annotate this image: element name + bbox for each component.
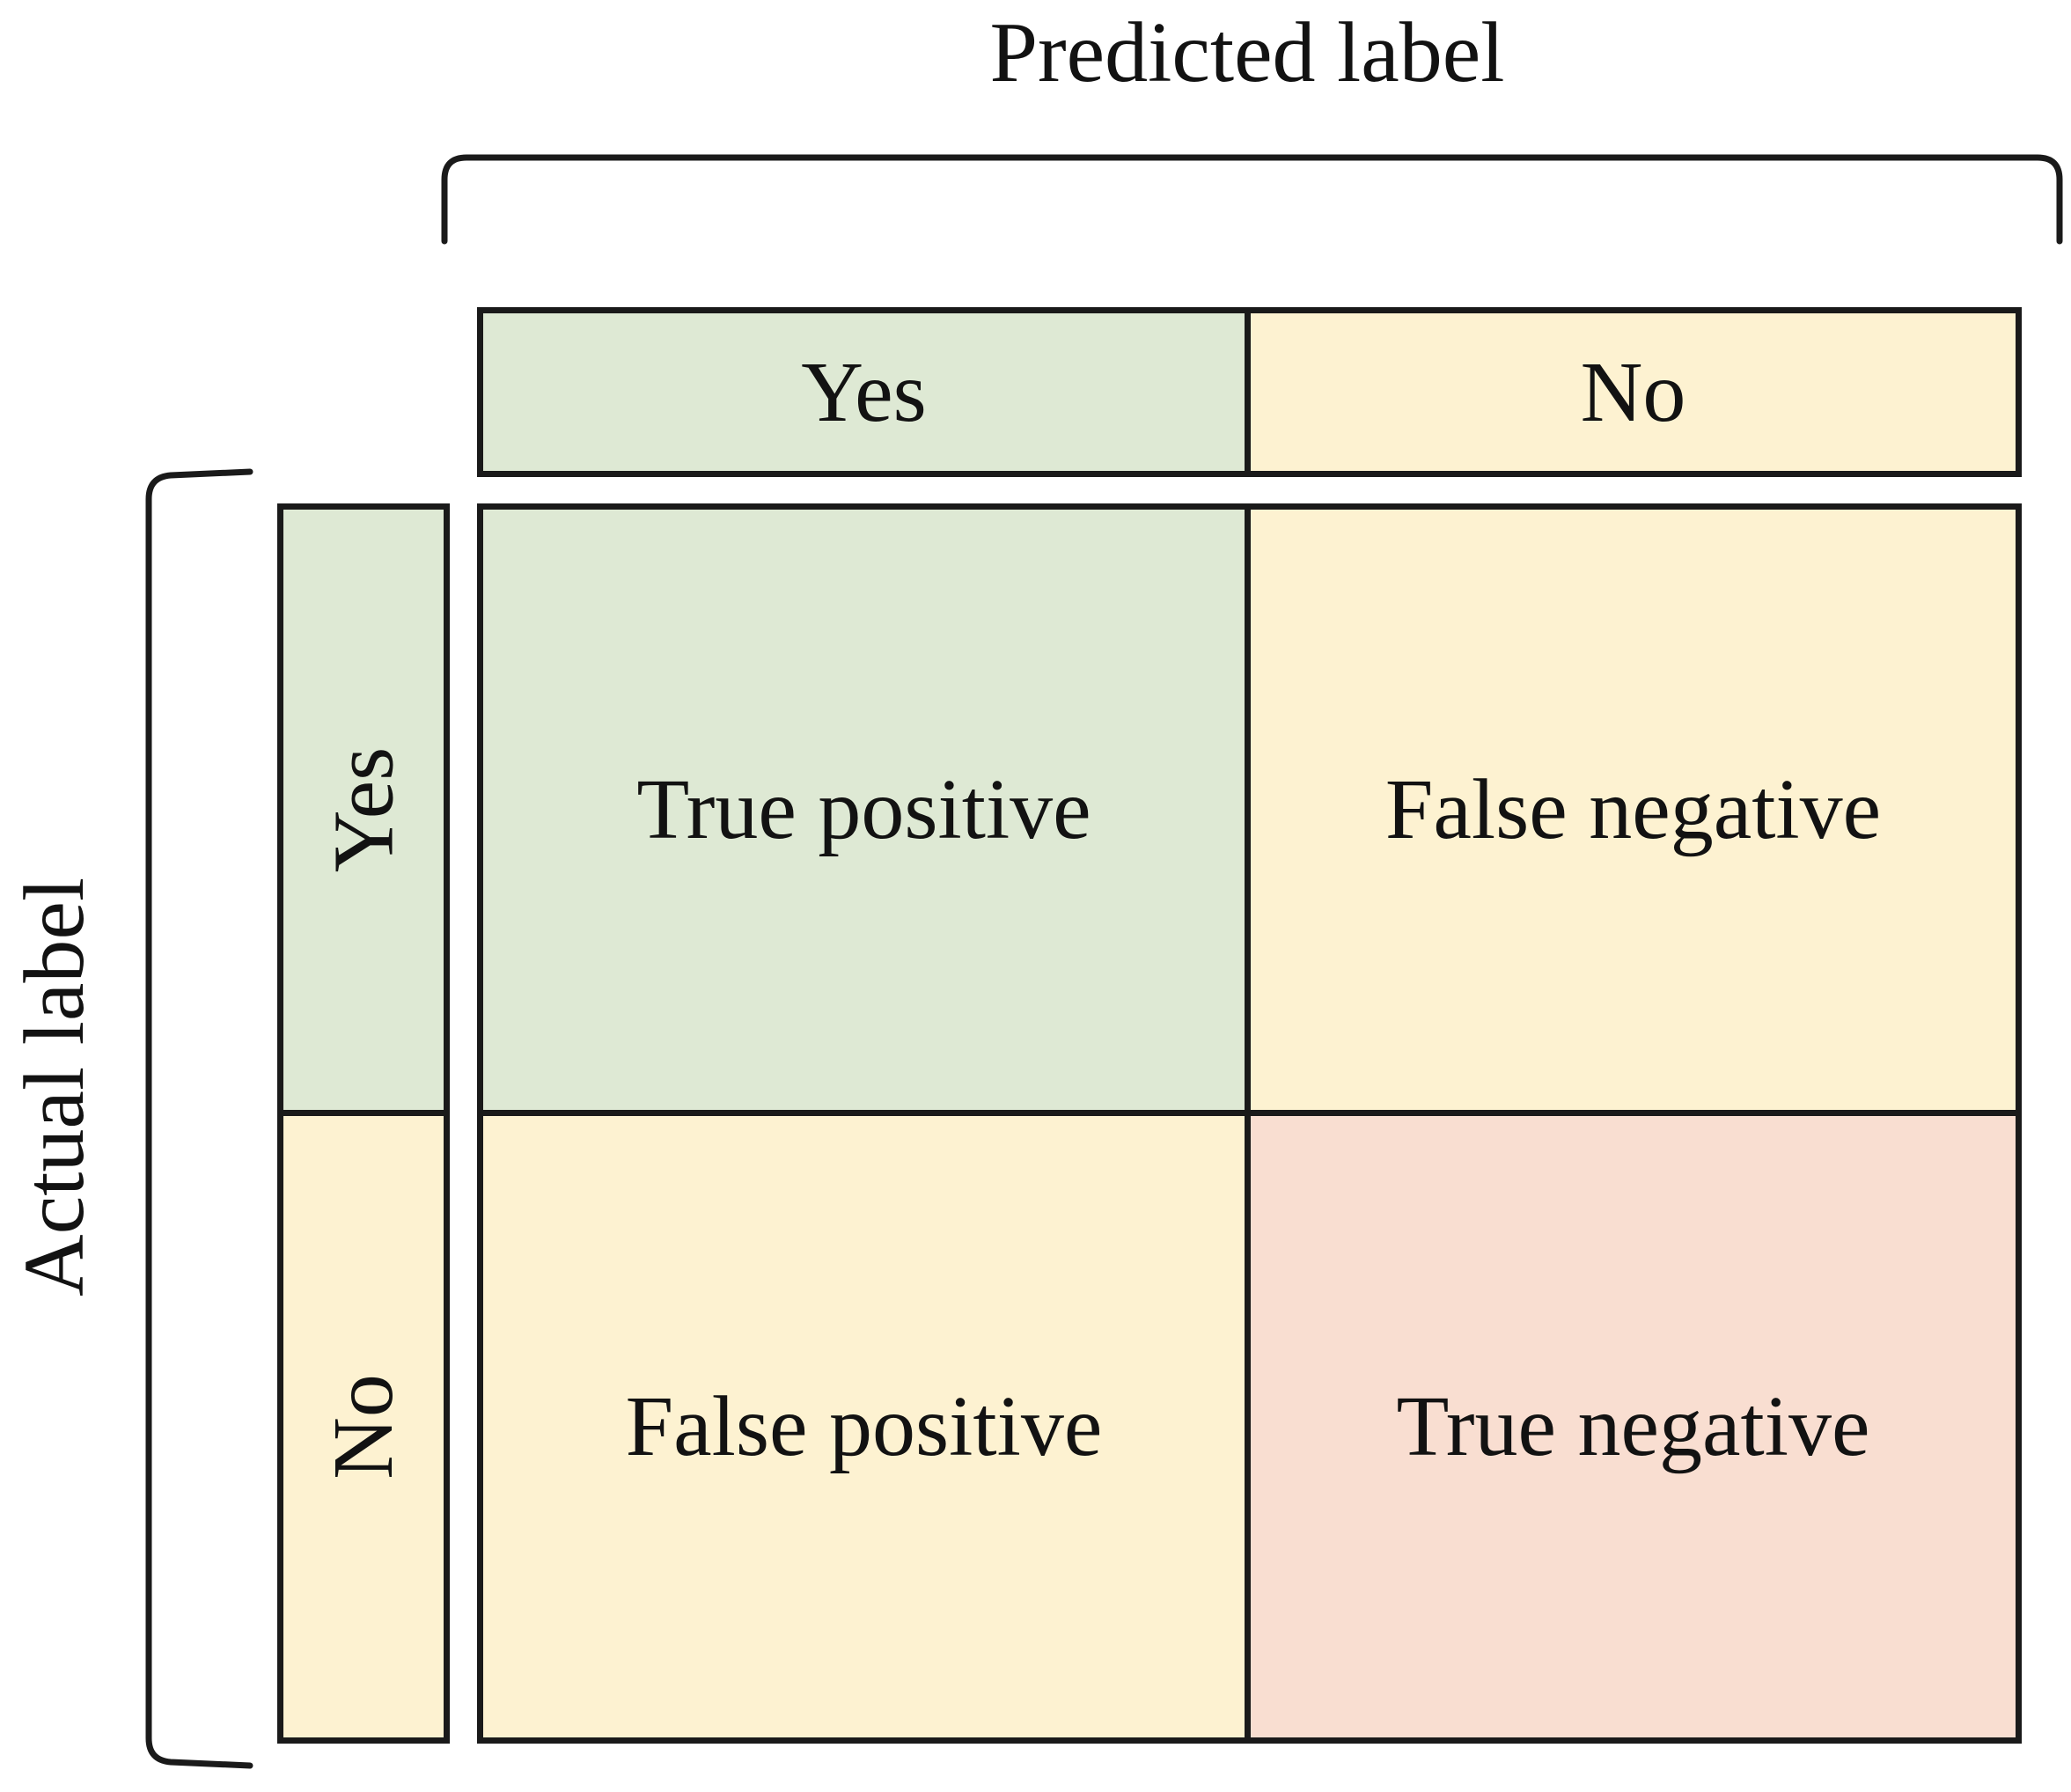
actual-yes-header: Yes [283,510,444,1110]
actual-bracket [145,468,253,1769]
actual-yes-header-label: Yes [315,746,411,873]
actual-label-title: Actual label [7,877,102,1297]
actual-no-header: No [283,1116,444,1737]
predicted-yes-header: Yes [483,313,1245,471]
cell-false-negative: False negative [1251,510,2016,1110]
actual-no-header-label: No [316,1374,411,1480]
predicted-no-header: No [1251,313,2016,471]
predicted-header-row: Yes No [477,307,2022,477]
cell-true-negative: True negative [1251,1116,2016,1737]
cell-false-positive: False positive [483,1116,1245,1737]
actual-header-column: Yes No [277,503,450,1744]
matrix-grid: True positive False negative False posit… [477,503,2022,1744]
predicted-label-title: Predicted label [989,5,1505,100]
cell-true-positive: True positive [483,510,1245,1110]
predicted-bracket [441,154,2063,245]
